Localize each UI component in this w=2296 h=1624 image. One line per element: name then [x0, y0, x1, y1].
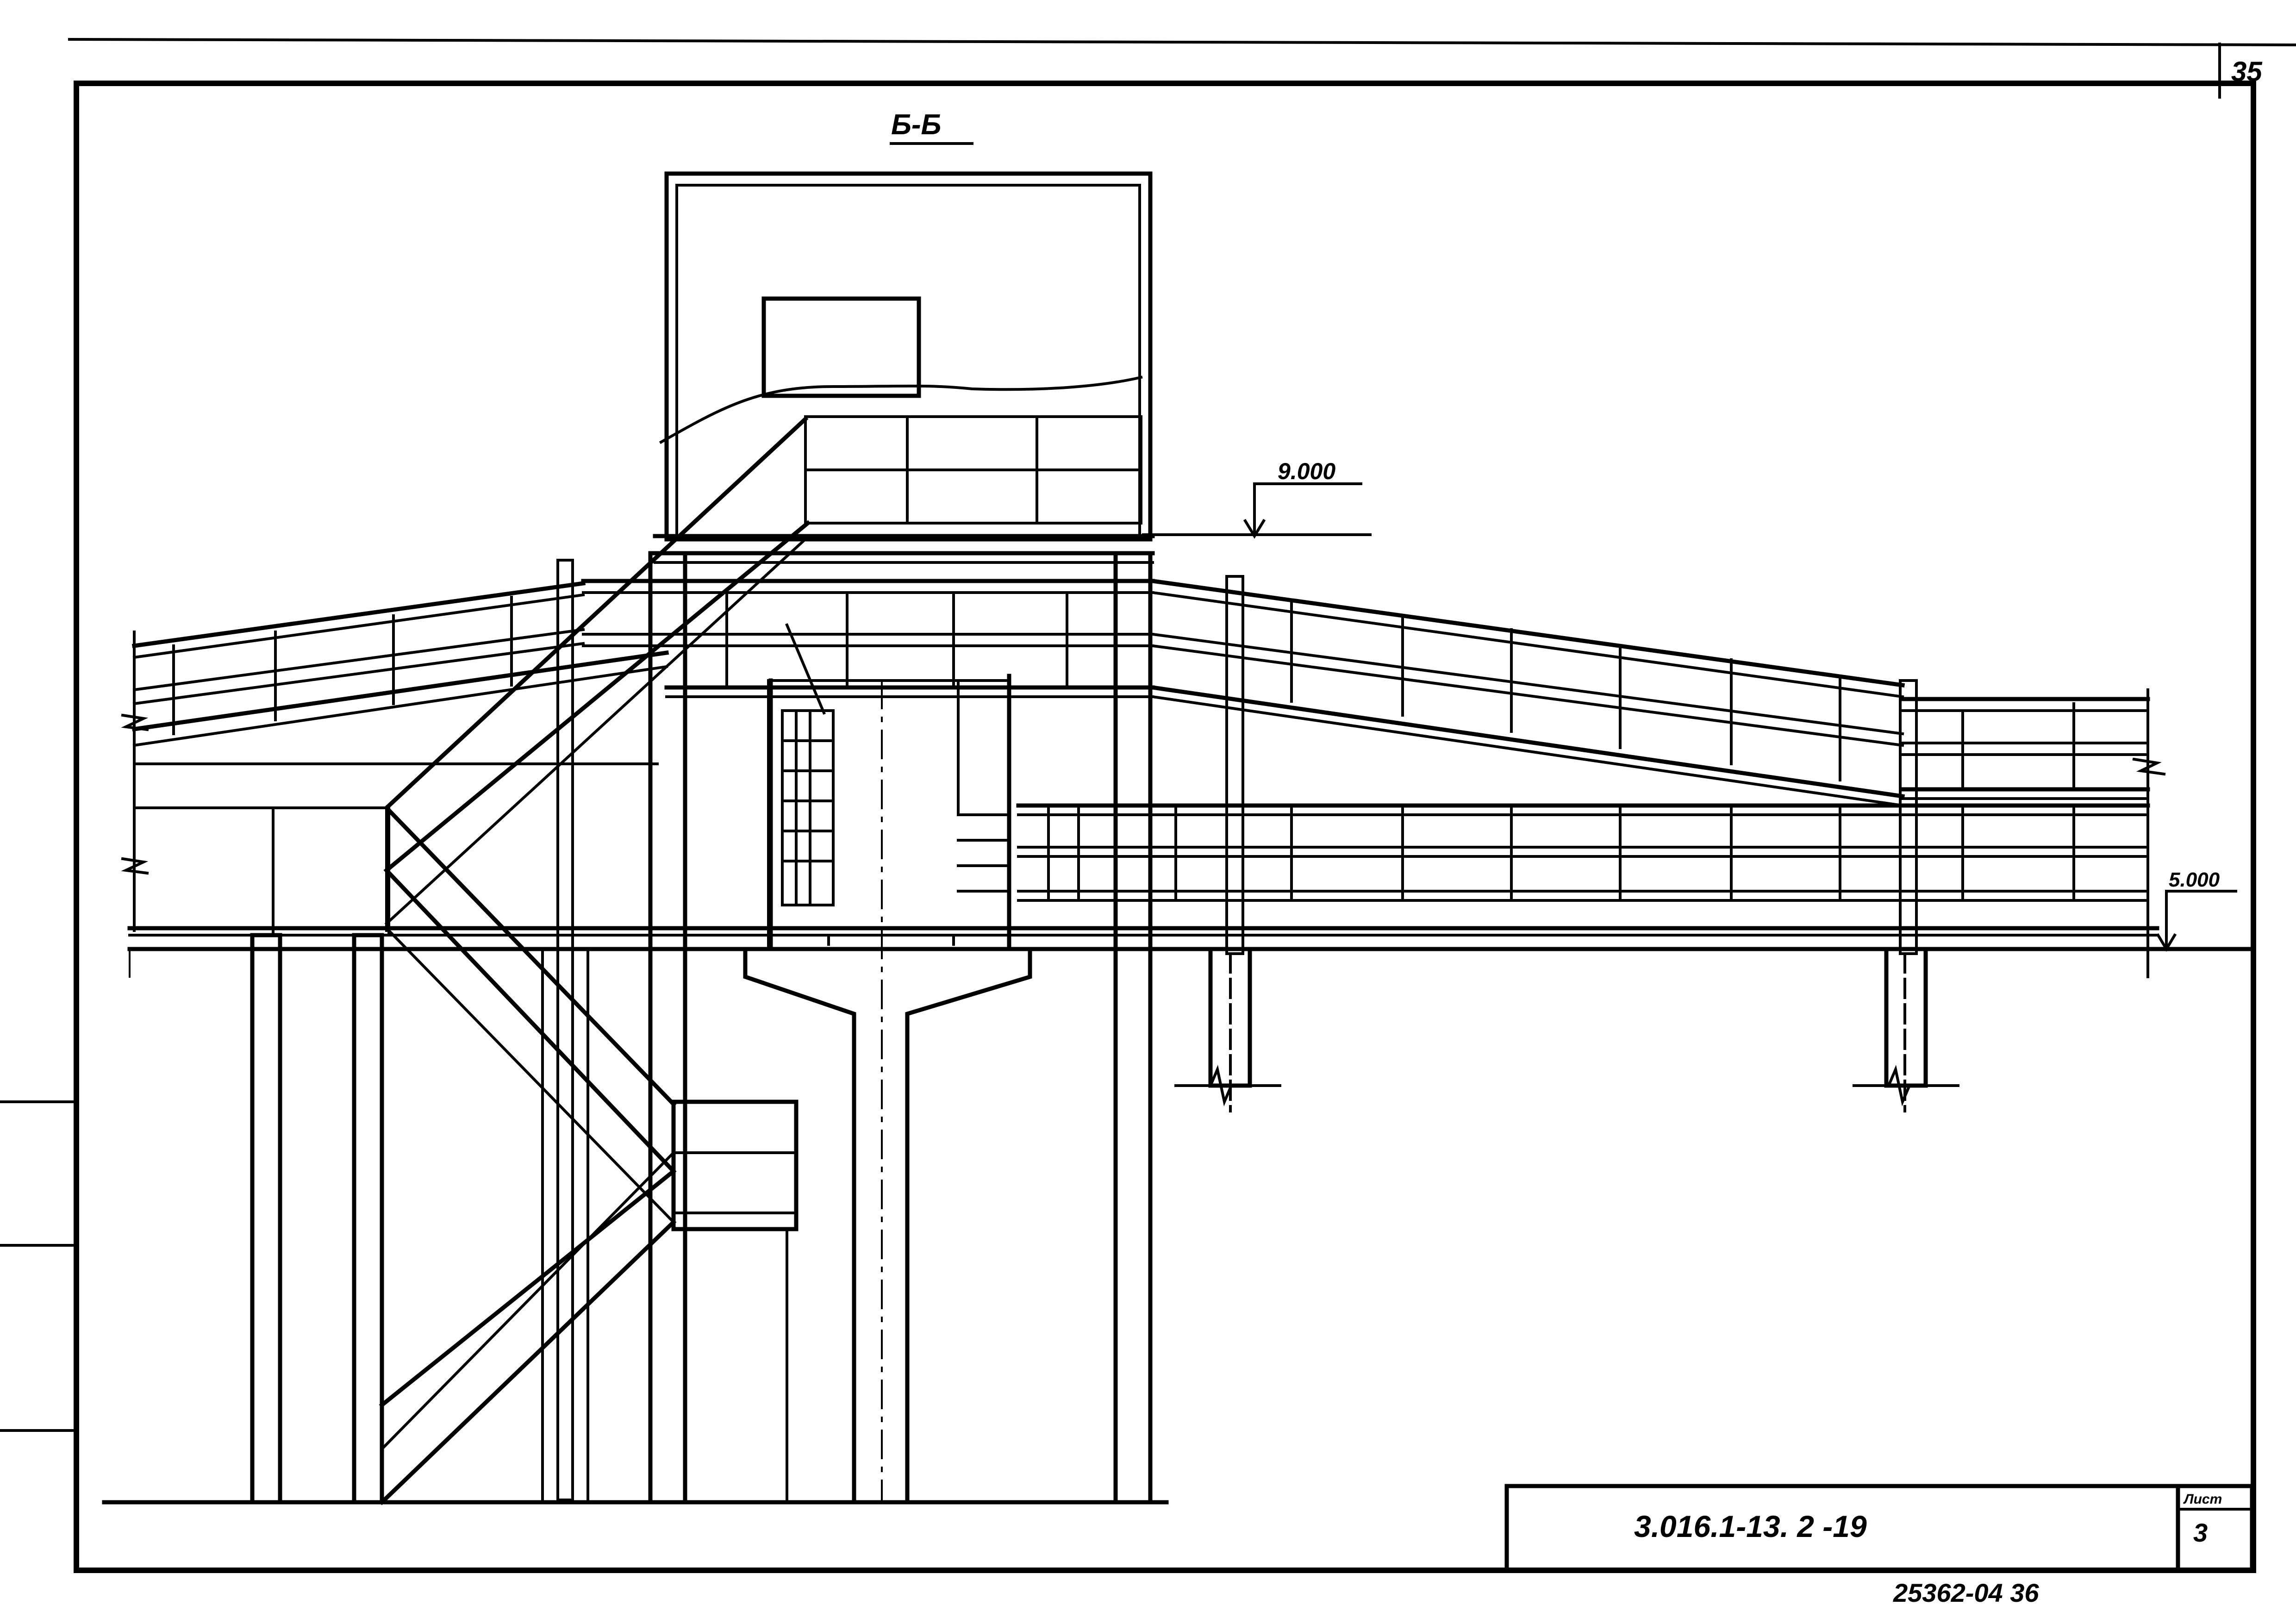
- left-gallery-lower: [121, 713, 390, 932]
- gallery-roof: [581, 579, 1155, 698]
- upper-platform: [653, 534, 1155, 564]
- sheet-number: 3: [2193, 1518, 2208, 1547]
- page-number: 35: [2231, 56, 2263, 87]
- archive-number: 25362-04 36: [1893, 1578, 2039, 1607]
- sheet-label: Лист: [2183, 1492, 2222, 1507]
- right-gallery-flat: [1900, 688, 2166, 978]
- tower-housing: [659, 171, 1153, 542]
- elevation-marker-lower: 5.000: [2156, 868, 2237, 952]
- document-code: 3.016.1-13. 2 -19: [1634, 1509, 1867, 1543]
- right-gallery-sloped: [1150, 578, 1905, 807]
- elevation-label-upper: 9.000: [1278, 458, 1335, 484]
- section-title: Б-Б: [890, 109, 973, 145]
- elevation-label-lower: 5.000: [2169, 868, 2220, 891]
- section-label: Б-Б: [891, 109, 941, 141]
- left-gallery-upper: [131, 581, 669, 816]
- staircase: [379, 416, 811, 1505]
- right-gallery-lower: [1016, 803, 2150, 902]
- elevation-marker-upper: 9.000: [1142, 458, 1372, 539]
- title-block: [1504, 1484, 2254, 1573]
- central-shaft: [743, 623, 1032, 1505]
